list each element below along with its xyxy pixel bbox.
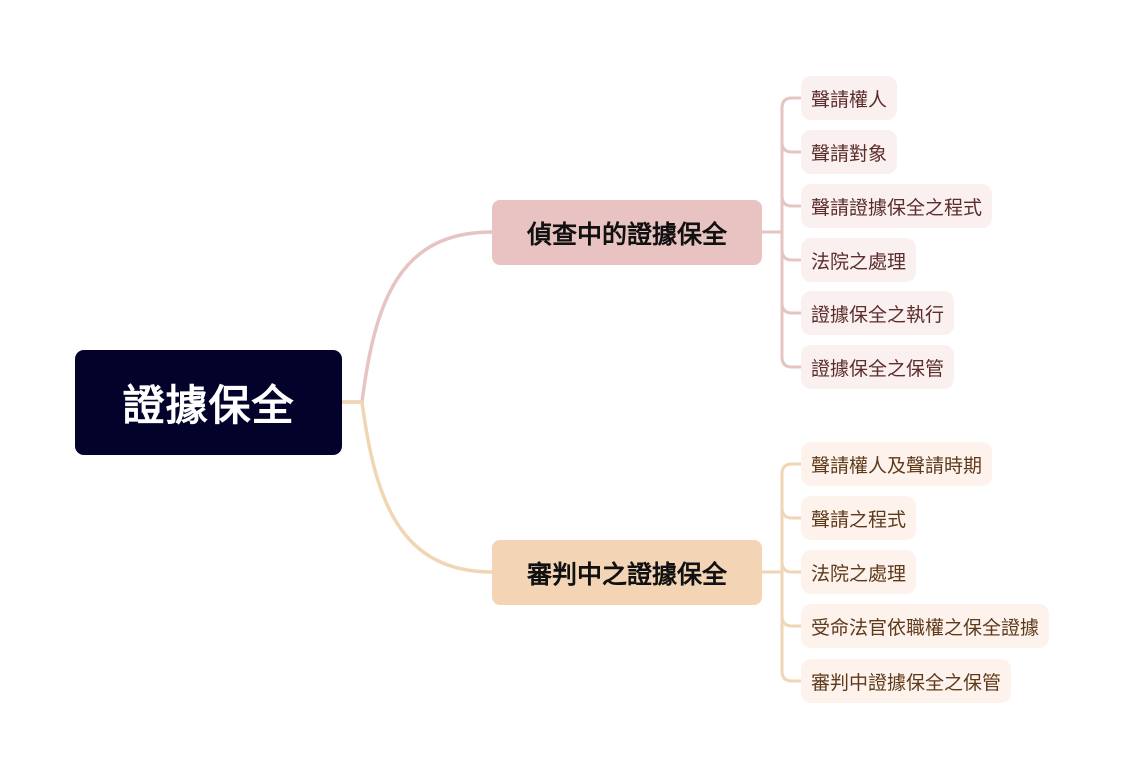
link-root-branch-2 bbox=[342, 400, 493, 574]
link-root-branch-1 bbox=[342, 230, 493, 404]
link-branch-1-leaf-3 bbox=[780, 195, 801, 208]
leaf-node[interactable]: 法院之處理 bbox=[801, 238, 917, 282]
branch-node-investigation[interactable]: 偵查中的證據保全 bbox=[492, 200, 762, 265]
link-branch-1-leaf-4 bbox=[780, 249, 801, 262]
leaf-node[interactable]: 聲請權人及聲請時期 bbox=[801, 442, 993, 486]
link-branch-2-leaf-2 bbox=[780, 507, 801, 520]
link-branch-2-leaf-4 bbox=[780, 615, 801, 628]
leaf-node[interactable]: 受命法官依職權之保全證據 bbox=[801, 604, 1050, 648]
branch-node-trial[interactable]: 審判中之證據保全 bbox=[492, 540, 762, 605]
leaf-node[interactable]: 證據保全之執行 bbox=[801, 291, 955, 335]
link-branch-1-leaf-5 bbox=[780, 302, 801, 315]
leaf-node[interactable]: 聲請證據保全之程式 bbox=[801, 184, 993, 228]
root-node[interactable]: 證據保全 bbox=[75, 350, 342, 455]
leaf-node[interactable]: 審判中證據保全之保管 bbox=[801, 659, 1012, 703]
leaf-node[interactable]: 聲請權人 bbox=[801, 76, 898, 120]
leaf-node[interactable]: 法院之處理 bbox=[801, 550, 917, 594]
leaf-node[interactable]: 聲請對象 bbox=[801, 130, 898, 174]
link-branch-1-leaf-2 bbox=[780, 141, 801, 154]
link-branch-2-spine bbox=[780, 462, 801, 683]
leaf-node[interactable]: 證據保全之保管 bbox=[801, 345, 955, 389]
link-branch-1-spine bbox=[780, 96, 801, 369]
link-branch-2-leaf-3 bbox=[780, 561, 801, 574]
leaf-node[interactable]: 聲請之程式 bbox=[801, 496, 917, 540]
